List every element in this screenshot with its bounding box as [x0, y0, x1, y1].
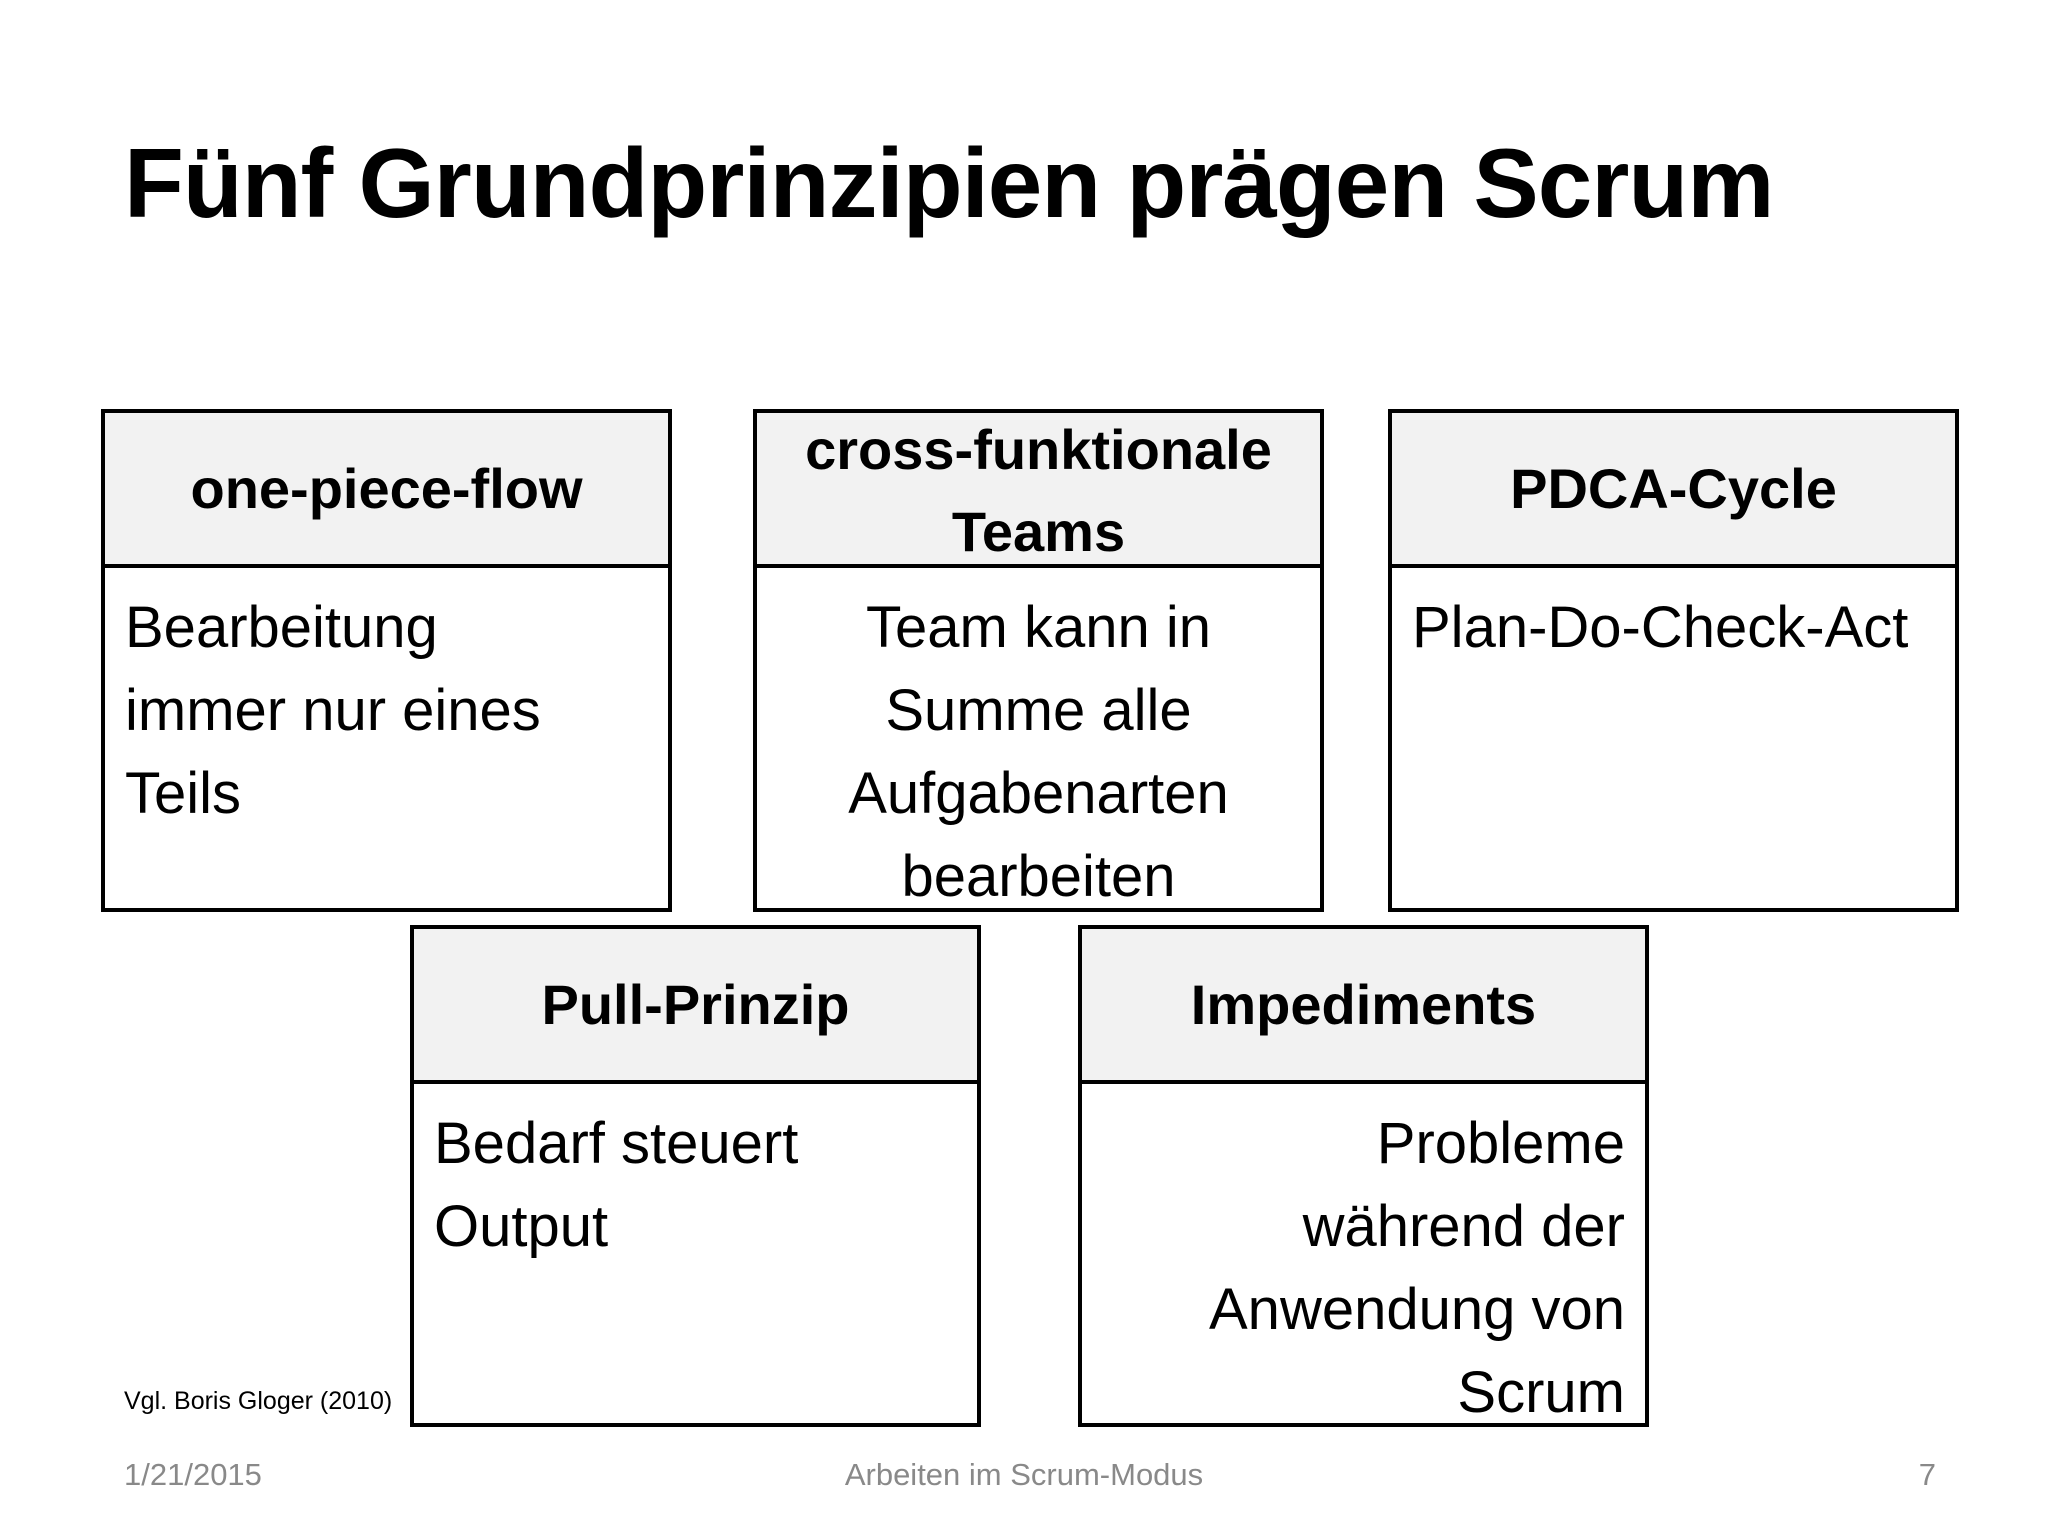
principle-box-pdca-cycle: PDCA-Cycle Plan-Do-Check-Act	[1388, 409, 1959, 912]
footer-date: 1/21/2015	[124, 1457, 262, 1492]
page-number: 7	[1918, 1457, 1936, 1492]
principle-body: Probleme während der Anwendung von Scrum	[1209, 1111, 1625, 1425]
principle-box-pull-prinzip: Pull-Prinzip Bedarf steuert Output	[410, 925, 981, 1427]
principle-box-cross-funktionale-teams: cross-funktionale Teams Team kann in Sum…	[753, 409, 1324, 912]
principle-header: Pull-Prinzip	[414, 929, 977, 1084]
source-note: Vgl. Boris Gloger (2010)	[124, 1387, 393, 1415]
principle-body: Bedarf steuert Output	[434, 1111, 799, 1259]
principle-body: Bearbeitung immer nur eines Teils	[125, 595, 541, 826]
principle-box-one-piece-flow: one-piece-flow Bearbeitung immer nur ein…	[101, 409, 672, 912]
principle-header: PDCA-Cycle	[1392, 413, 1955, 568]
principle-body: Plan-Do-Check-Act	[1412, 595, 1909, 660]
principle-header: cross-funktionale Teams	[757, 413, 1320, 568]
principle-header: Impediments	[1082, 929, 1645, 1084]
footer-title: Arbeiten im Scrum-Modus	[844, 1457, 1204, 1492]
principle-box-impediments: Impediments Probleme während der Anwendu…	[1078, 925, 1649, 1427]
principle-body: Team kann in Summe alle Aufgabenarten be…	[848, 595, 1229, 909]
principle-header: one-piece-flow	[105, 413, 668, 568]
slide-title: Fünf Grundprinzipien prägen Scrum	[124, 128, 1774, 238]
